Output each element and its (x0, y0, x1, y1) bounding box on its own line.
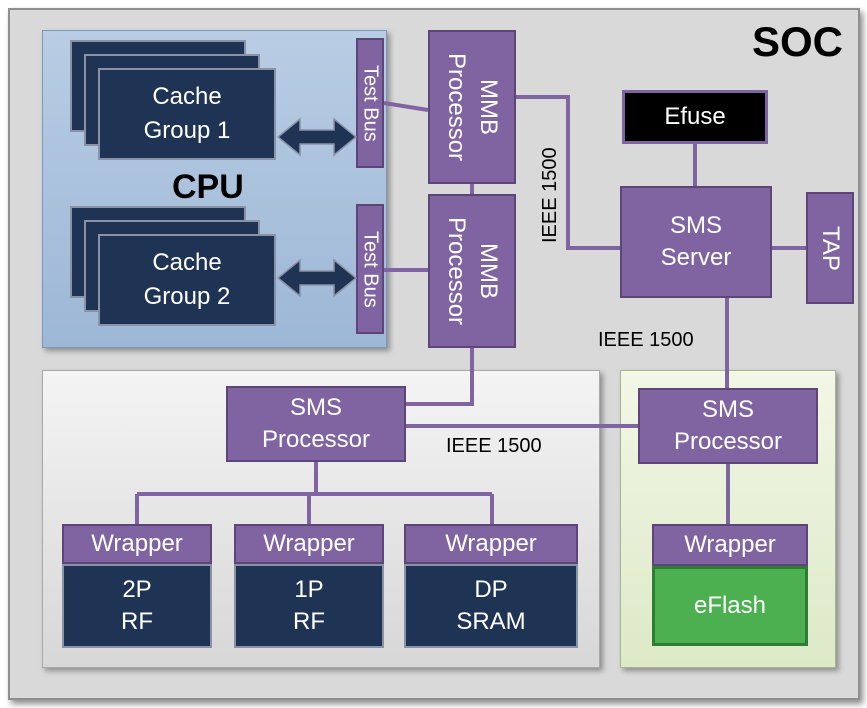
wrapper-dp-sram-label: Wrapper (445, 530, 537, 557)
memory-2p-rf-line1: 2P (122, 576, 152, 603)
mmb-processor-1-line2: Processor (443, 52, 470, 162)
cache-group-1: Cache Group 1 (98, 68, 276, 160)
double-arrow-2-icon (276, 258, 358, 298)
double-arrow-1-icon (276, 117, 358, 157)
ieee-label-processors: IEEE 1500 (446, 435, 542, 457)
test-bus-2: Test Bus (356, 204, 384, 334)
sms-processor-2: SMS Processor (638, 388, 818, 464)
wrapper-2p-rf: Wrapper (62, 524, 212, 564)
sms-processor-1-line1: SMS (289, 394, 342, 421)
ieee-label-server: IEEE 1500 (598, 329, 694, 351)
memory-dp-sram-line2: SRAM (456, 608, 526, 635)
test-bus-1-label: Test Bus (359, 64, 382, 142)
eflash-block: eFlash (652, 566, 808, 646)
sms-processor-1: SMS Processor (226, 386, 406, 462)
memory-1p-rf-line2: RF (293, 608, 325, 635)
wrapper-eflash-label: Wrapper (684, 531, 776, 558)
sms-server-line1: SMS (669, 212, 722, 239)
sms-server: SMS Server (620, 186, 772, 298)
cache-group-2-line2: Group 2 (143, 283, 231, 310)
efuse-label: Efuse (664, 103, 726, 130)
memory-dp-sram-line1: DP (474, 576, 508, 603)
sms-processor-2-line1: SMS (701, 396, 754, 423)
memory-1p-rf: 1P RF (234, 564, 384, 648)
tap-label: TAP (817, 225, 844, 271)
line-testbus1-mmb1 (383, 101, 429, 112)
memory-2p-rf: 2P RF (62, 564, 212, 648)
mmb-processor-1-line1: MMB (475, 78, 502, 135)
wrapper-eflash: Wrapper (652, 524, 808, 566)
test-bus-1: Test Bus (356, 38, 384, 168)
ieee-label-vertical: IEEE 1500 (539, 147, 561, 243)
tap-block: TAP (806, 192, 854, 304)
cpu-label: CPU (172, 168, 244, 206)
mmb-processor-2-line2: Processor (443, 216, 470, 326)
sms-processor-2-line2: Processor (673, 428, 783, 455)
wrapper-dp-sram: Wrapper (404, 524, 578, 564)
cache-group-1-line1: Cache (152, 83, 222, 110)
wrapper-1p-rf: Wrapper (234, 524, 384, 564)
mmb-processor-1: MMB Processor (428, 30, 516, 184)
cache-group-1-line2: Group 1 (143, 117, 231, 144)
memory-2p-rf-line2: RF (121, 608, 153, 635)
memory-dp-sram: DP SRAM (404, 564, 578, 648)
soc-title: SOC (751, 18, 843, 65)
sms-processor-1-line2: Processor (261, 426, 371, 453)
wrapper-1p-rf-label: Wrapper (263, 530, 355, 557)
eflash-label: eFlash (693, 592, 767, 619)
wrapper-2p-rf-label: Wrapper (91, 530, 183, 557)
cache-group-2-line1: Cache (152, 249, 222, 276)
cache-group-2: Cache Group 2 (98, 234, 276, 326)
efuse-block: Efuse (622, 90, 768, 144)
mmb-processor-2-line1: MMB (475, 242, 502, 299)
line-mmb1-sms-server (516, 95, 620, 250)
mmb-processor-2: MMB Processor (428, 194, 516, 348)
line-mmb2-sms-processor-1 (406, 348, 474, 406)
sms-server-line2: Server (660, 244, 732, 271)
test-bus-2-label: Test Bus (359, 230, 382, 308)
memory-1p-rf-line1: 1P (294, 576, 324, 603)
